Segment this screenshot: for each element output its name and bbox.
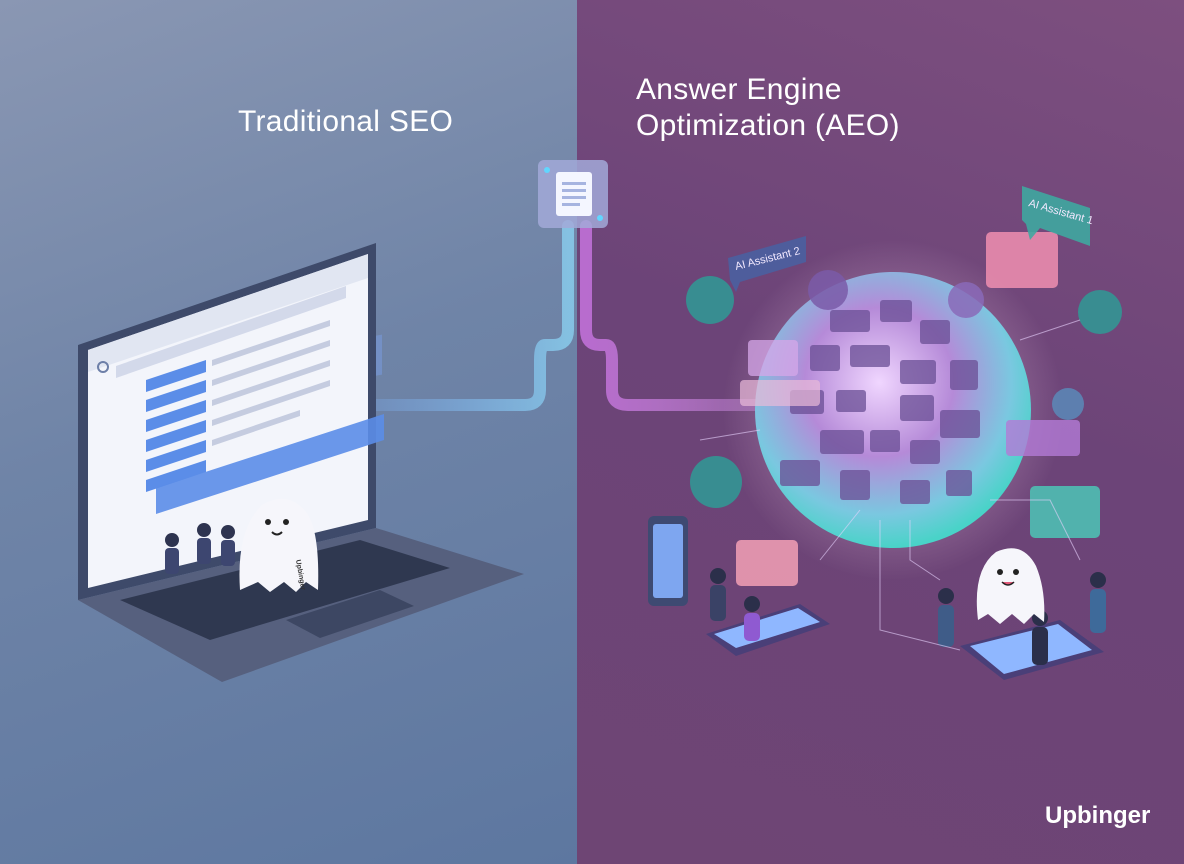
chat-bubble-icon bbox=[986, 232, 1058, 288]
search-icon bbox=[97, 361, 109, 373]
aeo-title-line-1: Answer Engine bbox=[636, 73, 842, 106]
document-icon bbox=[538, 160, 608, 228]
aeo-title-line-2: Optimization (AEO) bbox=[636, 109, 900, 142]
people-icon bbox=[165, 523, 235, 574]
traditional-seo-title: Traditional SEO bbox=[238, 105, 454, 138]
circle-icons bbox=[686, 270, 1122, 508]
ghost-mascot-icon: Upbinger bbox=[239, 498, 319, 592]
phone-icon bbox=[648, 516, 688, 606]
aeo-title: Answer Engine Optimization (AEO) bbox=[636, 72, 900, 144]
brand-logo: Upbinger bbox=[1045, 802, 1151, 829]
brain-icon bbox=[1078, 290, 1122, 334]
ghost-mascot-right-icon bbox=[976, 548, 1045, 624]
globe-icon bbox=[723, 240, 1063, 580]
floating-cards bbox=[736, 232, 1100, 586]
network-lines bbox=[699, 319, 1081, 651]
laptop-icon bbox=[78, 243, 524, 682]
people-right bbox=[710, 568, 1106, 665]
